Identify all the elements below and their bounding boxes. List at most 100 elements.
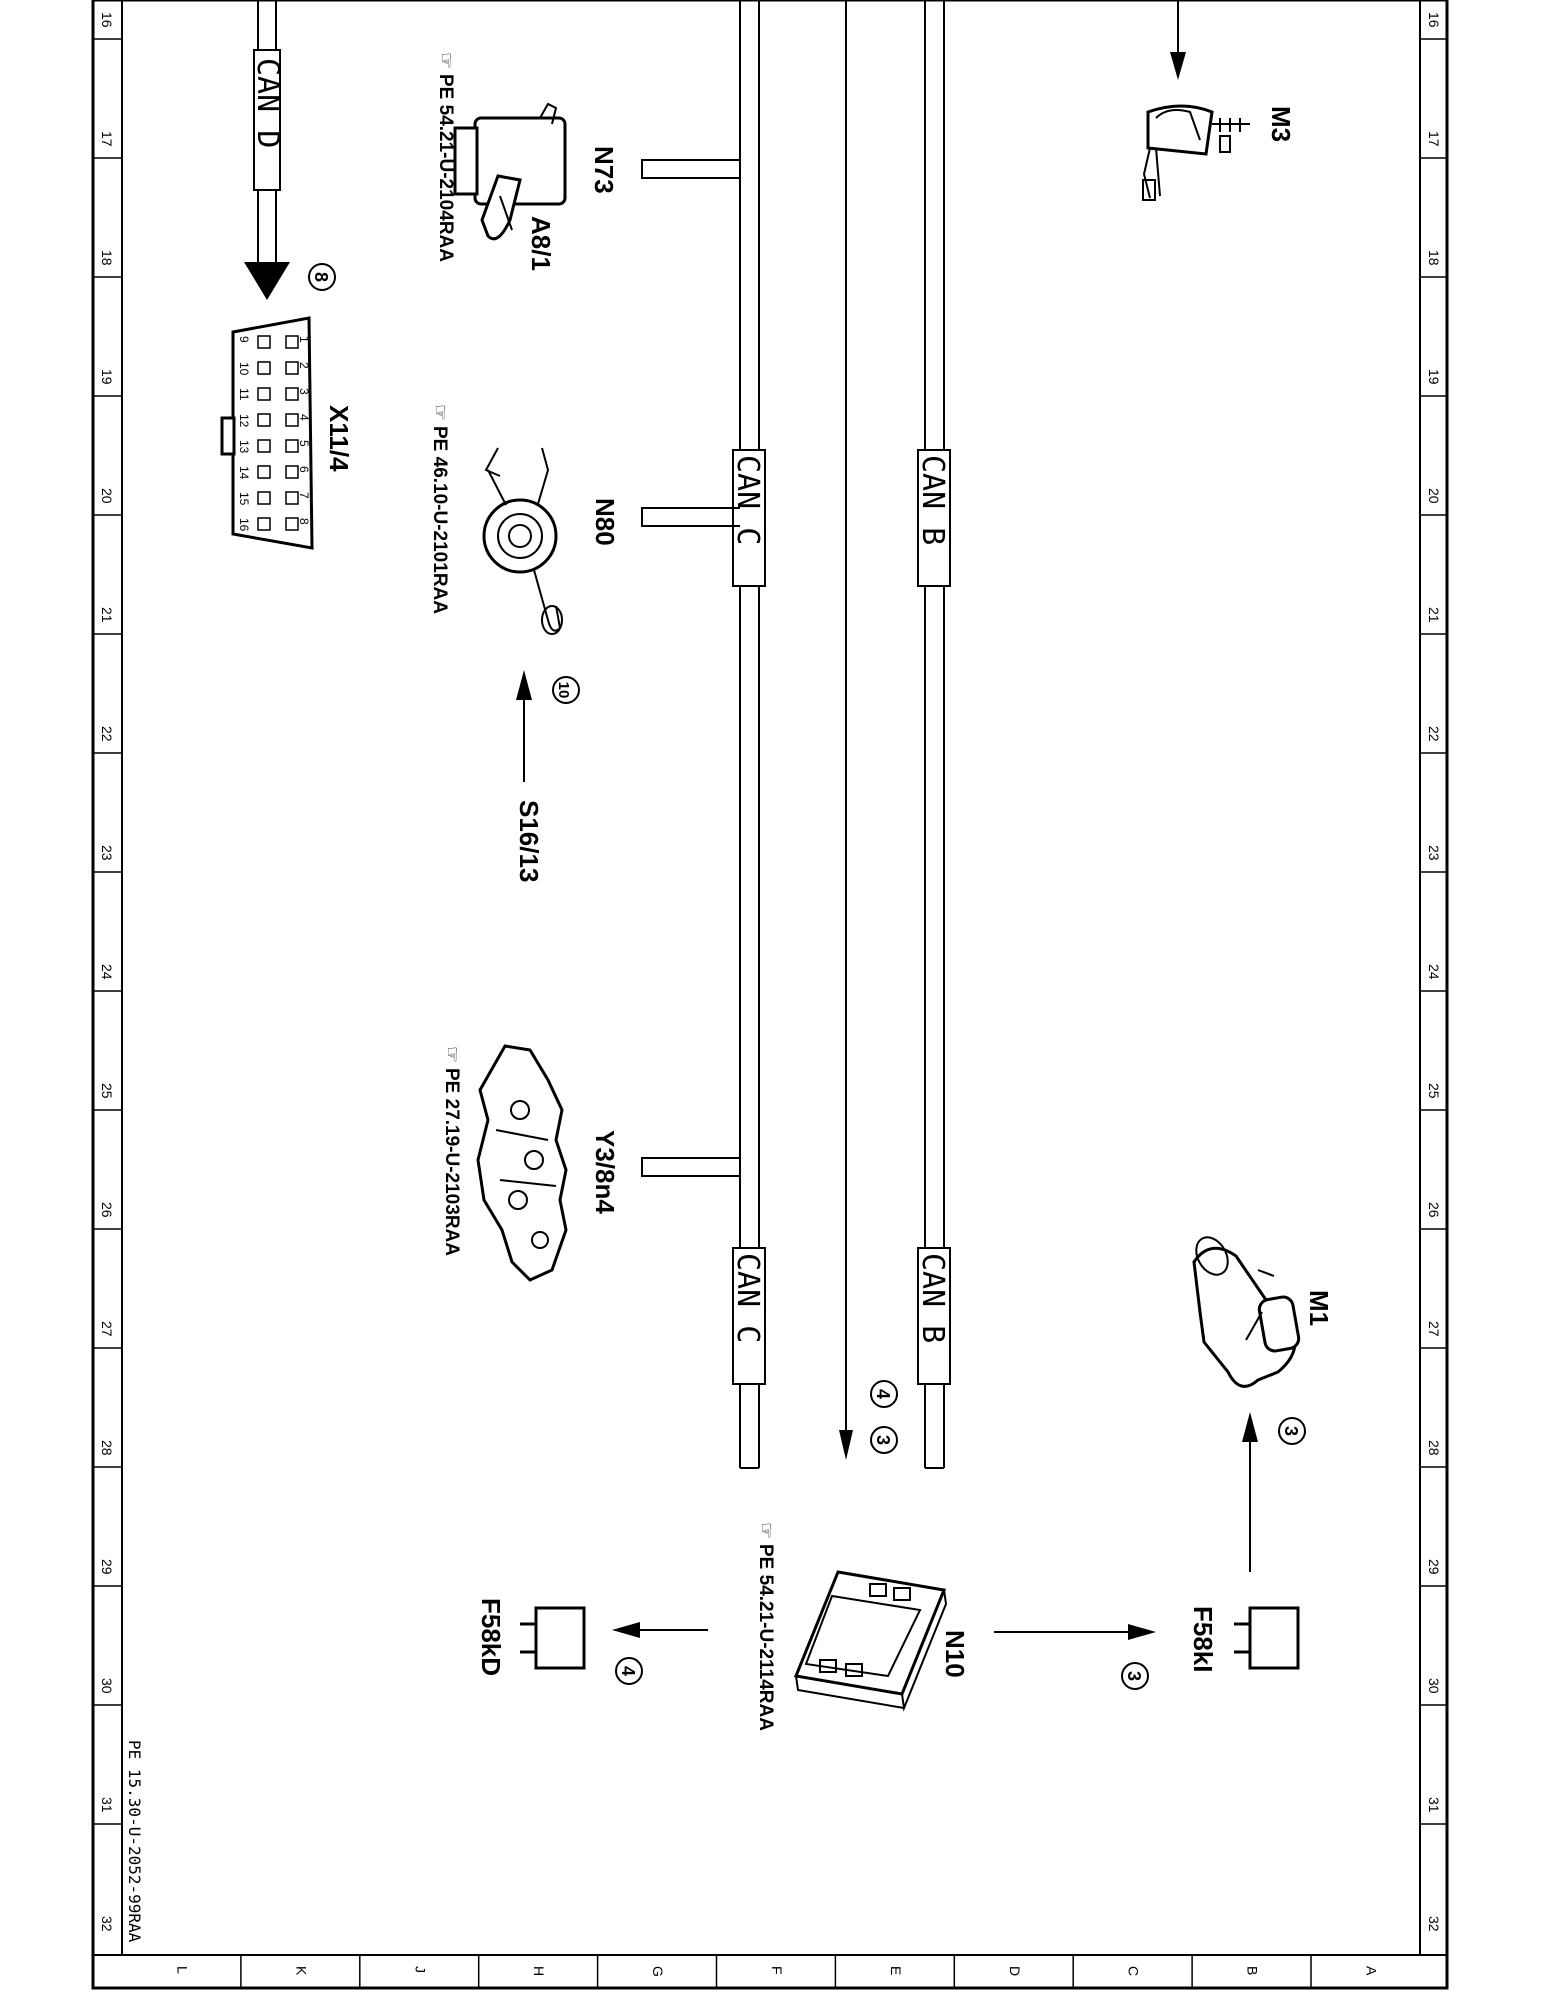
marker-3-m1-text: 3 — [1281, 1426, 1301, 1436]
m3-label: M3 — [1266, 106, 1296, 142]
row-number-left-31: 31 — [99, 1797, 115, 1813]
s16-13-arrow — [516, 670, 532, 782]
row-number-left-19: 19 — [99, 369, 115, 385]
n10-doc-reference: ☞ PE 54.21-U-2114RAA — [755, 1522, 776, 1731]
m3-incoming-arrow — [1170, 0, 1186, 80]
row-number-right-21: 21 — [1426, 607, 1442, 623]
row-number-right-24: 24 — [1426, 964, 1442, 980]
connector-pin-label-14: 14 — [237, 466, 251, 480]
connector-pin-3 — [285, 387, 299, 401]
m1-label: M1 — [1304, 1290, 1334, 1326]
row-number-right-27: 27 — [1426, 1321, 1442, 1337]
signal-arrow-head — [839, 1430, 853, 1460]
connector-pin-8 — [285, 517, 299, 531]
n10-to-f58ki-arrow — [994, 1624, 1156, 1640]
n10-label: N10 — [940, 1630, 970, 1678]
connector-pin-label-16: 16 — [237, 518, 251, 532]
marker-3-m1: 3 — [1278, 1417, 1306, 1445]
connector-pin-label-7: 7 — [297, 492, 311, 499]
row-number-left-17: 17 — [99, 131, 115, 147]
can-b-label-1: CAN B — [915, 455, 950, 545]
row-number-right-31: 31 — [1426, 1797, 1442, 1813]
f58ki-label: F58kI — [1188, 1606, 1218, 1673]
connector-pin-label-10: 10 — [237, 362, 251, 376]
row-number-left-16: 16 — [99, 12, 115, 28]
connector-pin-7 — [285, 491, 299, 505]
row-number-left-27: 27 — [99, 1321, 115, 1337]
can-b-bus: CAN B CAN B — [915, 0, 951, 1469]
y3-8n4-doc-reference: ☞ PE 27.19-U-2103RAA — [441, 1046, 462, 1256]
f58ki-relay-symbol — [1234, 1606, 1300, 1670]
connector-pin-12 — [257, 413, 271, 427]
marker-10-text: 10 — [555, 682, 572, 699]
n73-doc-reference: ☞ PE 54.21-U-2104RAA — [435, 52, 456, 262]
connector-pin-label-2: 2 — [297, 362, 311, 369]
hand-pointer-icon: ☞ — [435, 52, 456, 69]
can-d-label: CAN D — [250, 58, 285, 148]
connector-pin-label-12: 12 — [237, 414, 251, 428]
arrow-head — [1170, 52, 1186, 80]
a8-1-label: A8/1 — [526, 216, 556, 271]
marker-3-f58ki: 3 — [1121, 1662, 1149, 1690]
f58kd-relay-symbol — [520, 1606, 586, 1670]
row-number-left-25: 25 — [99, 1083, 115, 1099]
marker-10: 10 — [552, 676, 580, 704]
row-number-left-18: 18 — [99, 250, 115, 266]
can-d-arrow-head — [244, 262, 290, 300]
connector-pin-label-11: 11 — [237, 388, 251, 401]
n73-ignition-switch-symbol — [453, 102, 567, 241]
m1-starter-motor-symbol — [1192, 1236, 1301, 1388]
connector-pin-6 — [285, 465, 299, 479]
n73-ref-text: PE 54.21-U-2104RAA — [435, 74, 456, 262]
row-number-right-28: 28 — [1426, 1440, 1442, 1456]
can-d-bus: CAN D — [244, 0, 290, 300]
marker-3-f58ki-text: 3 — [1124, 1671, 1144, 1681]
row-number-left-26: 26 — [99, 1202, 115, 1218]
row-number-right-19: 19 — [1426, 369, 1442, 385]
connector-pin-2 — [285, 361, 299, 375]
arrow-head — [1128, 1624, 1156, 1640]
row-number-right-16: 16 — [1426, 12, 1442, 28]
marker-3-upper: 3 — [870, 1426, 898, 1454]
marker-8-text: 8 — [311, 272, 331, 282]
n80-ref-text: PE 46.10-U-2101RAA — [429, 426, 450, 614]
can-c-branches — [641, 159, 740, 1177]
row-number-right-29: 29 — [1426, 1559, 1442, 1575]
row-number-left-20: 20 — [99, 488, 115, 504]
row-number-right-26: 26 — [1426, 1202, 1442, 1218]
marker-8: 8 — [308, 263, 336, 291]
connector-pin-label-5: 5 — [297, 440, 311, 447]
connector-pin-9 — [257, 335, 271, 349]
column-letter-J: J — [412, 1966, 428, 1973]
can-c-label-1: CAN C — [730, 455, 765, 545]
column-letter-A: A — [1363, 1966, 1379, 1976]
connector-pin-label-6: 6 — [297, 466, 311, 473]
arrow-head — [612, 1622, 640, 1638]
s16-13-label: S16/13 — [514, 800, 544, 882]
signal-line-to-n10 — [839, 0, 853, 1460]
marker-4-f58kd-text: 4 — [618, 1666, 638, 1676]
connector-pin-4 — [285, 413, 299, 427]
row-number-right-17: 17 — [1426, 131, 1442, 147]
row-number-right-22: 22 — [1426, 726, 1442, 742]
row-number-left-32: 32 — [99, 1916, 115, 1932]
column-letter-K: K — [293, 1966, 309, 1976]
row-number-right-18: 18 — [1426, 250, 1442, 266]
column-letter-G: G — [650, 1966, 666, 1977]
can-b-label-2: CAN B — [915, 1253, 950, 1343]
row-number-left-28: 28 — [99, 1440, 115, 1456]
row-number-right-20: 20 — [1426, 488, 1442, 504]
row-number-right-23: 23 — [1426, 845, 1442, 861]
connector-pin-label-9: 9 — [237, 336, 251, 343]
connector-pin-5 — [285, 439, 299, 453]
connector-pin-label-3: 3 — [297, 388, 311, 395]
connector-pin-label-15: 15 — [237, 492, 251, 506]
f58kd-label: F58kD — [476, 1598, 506, 1676]
n80-doc-reference: ☞ PE 46.10-U-2101RAA — [429, 404, 450, 614]
y3-8n4-transmission-control-symbol — [476, 1044, 568, 1282]
connector-pin-label-8: 8 — [297, 518, 311, 525]
row-number-left-23: 23 — [99, 845, 115, 861]
